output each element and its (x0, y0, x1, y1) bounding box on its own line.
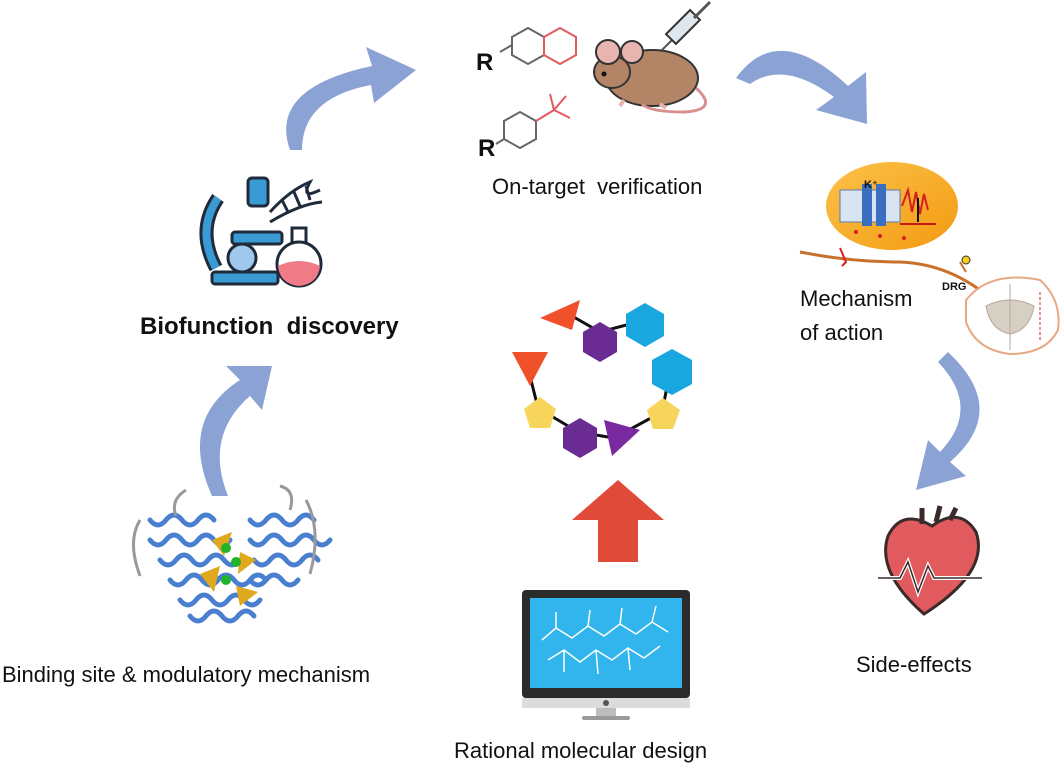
mechanism-label-line1: Mechanism (800, 286, 912, 311)
protein-structure-icon (132, 484, 333, 624)
potassium-ion-label: K⁺ (864, 179, 878, 191)
hexagon-purple-top (583, 322, 617, 362)
r-group-1: R (476, 49, 493, 76)
microscope-icon (199, 176, 284, 286)
hexagon-purple-bottom (563, 418, 597, 458)
triangle-orange-top (540, 300, 580, 330)
pentagon-yellow-left (524, 397, 556, 428)
arrow-target-to-mechanism (736, 50, 867, 124)
cycle-arrows (199, 47, 980, 496)
mechanism-label-line2: of action (800, 320, 883, 345)
syringe-icon (661, 0, 712, 51)
dna-icon (268, 179, 323, 224)
triangle-orange-left (512, 352, 548, 386)
on-target-label: On-target verification (492, 174, 702, 199)
arrow-binding-to-biofunction (199, 366, 272, 496)
red-up-arrow (572, 480, 664, 562)
drg-label: DRG (942, 281, 966, 293)
binding-label: Binding site & modulatory mechanism (2, 662, 370, 687)
spinal-cord-icon (965, 276, 1060, 356)
tert-butyl-phenyl-molecule (495, 93, 571, 150)
monitor-icon (522, 590, 690, 720)
biofunction-label: Biofunction discovery (140, 313, 399, 340)
side-effects-label: Side-effects (856, 652, 972, 677)
arrow-mechanism-to-side-effects (916, 352, 980, 490)
membrane-inset (826, 162, 958, 250)
heart-icon (878, 505, 982, 616)
triangle-purple-bottom (604, 420, 640, 456)
arrow-biofunction-to-target (286, 47, 416, 150)
pentagon-yellow-right (647, 398, 680, 429)
r-group-2: R (478, 135, 495, 162)
neuron-pathway (799, 247, 991, 300)
mouse-icon (593, 39, 708, 114)
molecular-chain (512, 300, 692, 458)
rational-label: Rational molecular design (454, 738, 707, 763)
flask-icon (275, 226, 323, 288)
hexagon-cyan-top (626, 303, 664, 347)
hexagon-cyan-right (652, 349, 692, 395)
naphthalene-molecule (499, 26, 577, 66)
